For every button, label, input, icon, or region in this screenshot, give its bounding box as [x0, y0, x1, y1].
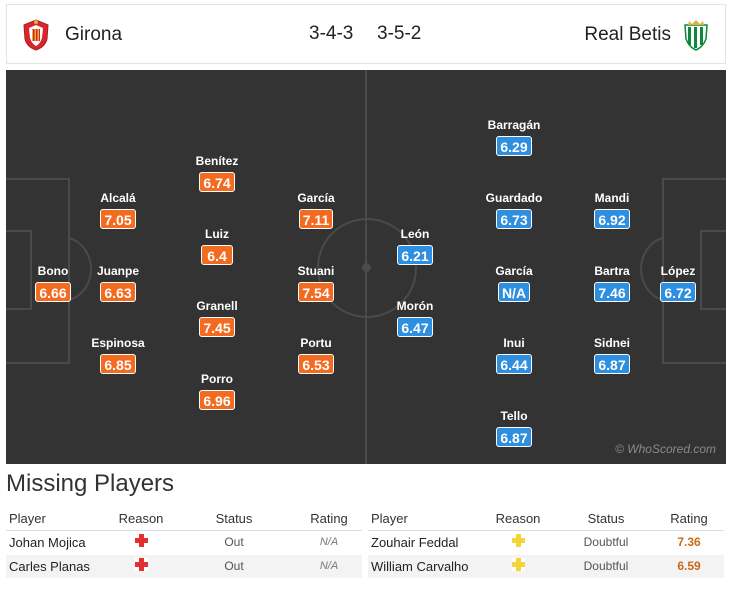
- player-status: Out: [172, 530, 296, 555]
- away-team-name: Real Betis: [584, 24, 671, 45]
- six-yard-box-left: [6, 230, 32, 310]
- column-header-status: Status: [172, 508, 296, 531]
- away-player[interactable]: Morón 6.47: [396, 299, 434, 337]
- player-status: Doubtful: [558, 554, 654, 579]
- column-header-rating: Rating: [654, 508, 724, 531]
- away-player[interactable]: López 6.72: [660, 264, 696, 302]
- player-rating: 6.29: [496, 136, 532, 156]
- away-player[interactable]: Sidnei 6.87: [593, 336, 630, 374]
- home-player[interactable]: Porro 6.96: [199, 372, 235, 410]
- player-rating: 6.21: [397, 245, 433, 265]
- match-header: Girona 3-4-3 3-5-2 Real Betis: [6, 4, 726, 64]
- column-header-reason: Reason: [110, 508, 172, 531]
- player-rating: 6.96: [199, 390, 235, 410]
- home-team-name: Girona: [65, 24, 123, 45]
- away-player[interactable]: García N/A: [495, 264, 533, 302]
- table-row[interactable]: Carles Planas Out N/A: [6, 554, 362, 579]
- player-rating: N/A: [296, 554, 362, 579]
- player-rating: 6.72: [660, 282, 696, 302]
- player-rating: 6.63: [100, 282, 136, 302]
- player-rating: 6.87: [594, 354, 630, 374]
- missing-players-title: Missing Players: [6, 470, 175, 497]
- column-header-rating: Rating: [296, 508, 362, 531]
- player-rating: 6.44: [496, 354, 532, 374]
- table-row[interactable]: William Carvalho Doubtful 6.59: [368, 554, 724, 579]
- away-formation: 3-5-2: [377, 23, 422, 44]
- home-player[interactable]: Benítez 6.74: [195, 154, 239, 192]
- player-rating: 6.85: [100, 354, 136, 374]
- column-header-status: Status: [558, 508, 654, 531]
- column-header-player: Player: [6, 508, 110, 531]
- home-player[interactable]: Granell 7.45: [196, 299, 238, 337]
- away-player[interactable]: Bartra 7.46: [594, 264, 630, 302]
- center-circle: [317, 218, 417, 318]
- player-name[interactable]: Zouhair Feddal: [368, 530, 478, 555]
- away-player[interactable]: Barragán 6.29: [487, 118, 541, 156]
- pitch: Bono 6.66 Alcalá 7.05 Juanpe 6.63 Espino…: [6, 70, 726, 464]
- player-rating: 6.74: [199, 172, 235, 192]
- column-header-reason: Reason: [478, 508, 558, 531]
- player-name[interactable]: Carles Planas: [6, 554, 110, 579]
- player-rating: N/A: [497, 282, 531, 302]
- home-player[interactable]: García 7.11: [297, 191, 335, 229]
- player-rating: 7.45: [199, 317, 235, 337]
- player-rating: 7.11: [298, 209, 334, 229]
- home-player[interactable]: Portu 6.53: [298, 336, 334, 374]
- home-team[interactable]: Girona: [21, 19, 122, 51]
- player-name[interactable]: William Carvalho: [368, 554, 478, 579]
- away-player[interactable]: Guardado 6.73: [485, 191, 543, 229]
- home-player[interactable]: Espinosa 6.85: [91, 336, 145, 374]
- column-header-player: Player: [368, 508, 478, 531]
- doubtful-icon: [511, 534, 525, 547]
- player-rating: 6.92: [594, 209, 630, 229]
- table-row[interactable]: Johan Mojica Out N/A: [6, 530, 362, 555]
- player-name[interactable]: Johan Mojica: [6, 530, 110, 555]
- away-player[interactable]: Tello 6.87: [474, 409, 554, 448]
- real-betis-crest-icon: [684, 20, 708, 51]
- player-rating: 6.4: [201, 245, 233, 265]
- away-missing-table: Player Reason Status Rating Zouhair Fedd…: [368, 508, 724, 579]
- whoscored-watermark: © WhoScored.com: [615, 442, 716, 456]
- player-rating: 6.47: [397, 317, 433, 337]
- home-formation: 3-4-3: [309, 23, 354, 44]
- home-player[interactable]: Bono 6.66: [13, 264, 93, 303]
- home-player[interactable]: Luiz 6.4: [177, 227, 257, 266]
- player-rating: 6.66: [35, 282, 71, 302]
- away-team[interactable]: Real Betis: [584, 19, 711, 51]
- player-rating: N/A: [296, 530, 362, 555]
- player-rating: 6.73: [496, 209, 532, 229]
- player-rating: 7.54: [298, 282, 334, 302]
- player-rating: 7.36: [654, 530, 724, 555]
- player-rating: 6.87: [496, 427, 532, 447]
- table-row[interactable]: Zouhair Feddal Doubtful 7.36: [368, 530, 724, 555]
- player-rating: 7.05: [100, 209, 136, 229]
- center-spot: [362, 263, 371, 272]
- six-yard-box-right: [700, 230, 726, 310]
- player-rating: 6.59: [654, 554, 724, 579]
- home-player[interactable]: Juanpe 6.63: [96, 264, 139, 302]
- home-player[interactable]: Stuani 7.54: [297, 264, 335, 302]
- girona-crest-icon: [23, 19, 49, 51]
- home-missing-table: Player Reason Status Rating Johan Mojica…: [6, 508, 362, 579]
- home-player[interactable]: Alcalá 7.05: [100, 191, 136, 229]
- away-player[interactable]: Mandi 6.92: [594, 191, 630, 229]
- player-status: Out: [172, 554, 296, 579]
- player-rating: 6.53: [298, 354, 334, 374]
- injury-icon: [134, 534, 148, 547]
- injury-icon: [134, 558, 148, 571]
- player-rating: 7.46: [594, 282, 630, 302]
- doubtful-icon: [511, 558, 525, 571]
- away-player[interactable]: Inui 6.44: [474, 336, 554, 375]
- away-player[interactable]: León 6.21: [375, 227, 455, 266]
- player-status: Doubtful: [558, 530, 654, 555]
